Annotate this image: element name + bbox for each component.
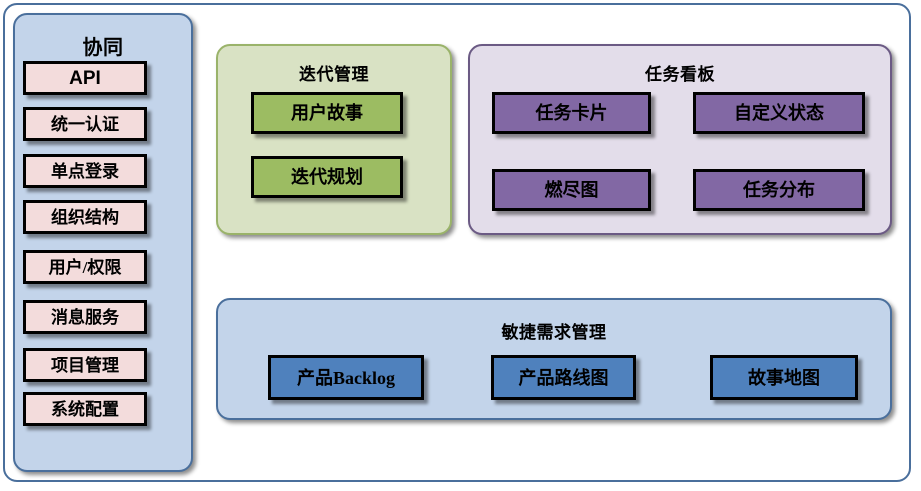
outer-frame xyxy=(3,3,911,482)
sidebar-item-unified-auth[interactable]: 统一认证 xyxy=(23,107,147,141)
item-label: 用户故事 xyxy=(291,103,363,123)
item-label: 产品路线图 xyxy=(518,367,609,388)
item-iteration-planning[interactable]: 迭代规划 xyxy=(251,156,403,198)
item-product-roadmap[interactable]: 产品路线图 xyxy=(491,355,636,400)
item-label: 任务卡片 xyxy=(535,103,608,123)
sidebar-item-label: API xyxy=(69,67,101,89)
item-label: 任务分布 xyxy=(743,180,815,200)
item-label: 故事地图 xyxy=(748,367,820,388)
item-task-distribution[interactable]: 任务分布 xyxy=(693,169,865,211)
panel-iteration-management[interactable]: 迭代管理 xyxy=(216,44,452,235)
item-custom-status[interactable]: 自定义状态 xyxy=(693,92,865,134)
item-story-map[interactable]: 故事地图 xyxy=(710,355,858,400)
sidebar-item-label: 单点登录 xyxy=(51,161,119,181)
panel-iteration-title: 迭代管理 xyxy=(299,65,369,84)
sidebar-item-system-config[interactable]: 系统配置 xyxy=(23,392,147,426)
sidebar-item-project-management[interactable]: 项目管理 xyxy=(23,348,147,382)
item-label: 产品Backlog xyxy=(296,367,395,388)
item-task-card[interactable]: 任务卡片 xyxy=(492,92,651,134)
sidebar-item-single-sign-on[interactable]: 单点登录 xyxy=(23,154,147,188)
item-label: 自定义状态 xyxy=(734,103,824,123)
panel-taskboard-title: 任务看板 xyxy=(645,65,715,84)
item-label: 迭代规划 xyxy=(291,167,363,187)
item-burndown-chart[interactable]: 燃尽图 xyxy=(492,169,651,211)
sidebar-item-label: 统一认证 xyxy=(51,114,119,134)
item-product-backlog[interactable]: 产品Backlog xyxy=(268,355,424,400)
sidebar-item-label: 用户/权限 xyxy=(48,257,122,277)
sidebar-item-org-structure[interactable]: 组织结构 xyxy=(23,200,147,234)
panel-agile-title: 敏捷需求管理 xyxy=(501,323,607,342)
item-user-story[interactable]: 用户故事 xyxy=(251,92,403,134)
sidebar-item-label: 项目管理 xyxy=(51,355,119,375)
sidebar-item-message-service[interactable]: 消息服务 xyxy=(23,300,147,334)
sidebar-item-label: 消息服务 xyxy=(51,307,119,327)
sidebar-item-user-permissions[interactable]: 用户/权限 xyxy=(23,250,147,284)
sidebar-item-label: 组织结构 xyxy=(51,207,119,227)
item-label: 燃尽图 xyxy=(544,180,599,200)
sidebar-item-label: 系统配置 xyxy=(51,399,119,419)
sidebar-title: 协同 xyxy=(82,37,124,59)
sidebar-item-api[interactable]: API xyxy=(23,61,147,95)
